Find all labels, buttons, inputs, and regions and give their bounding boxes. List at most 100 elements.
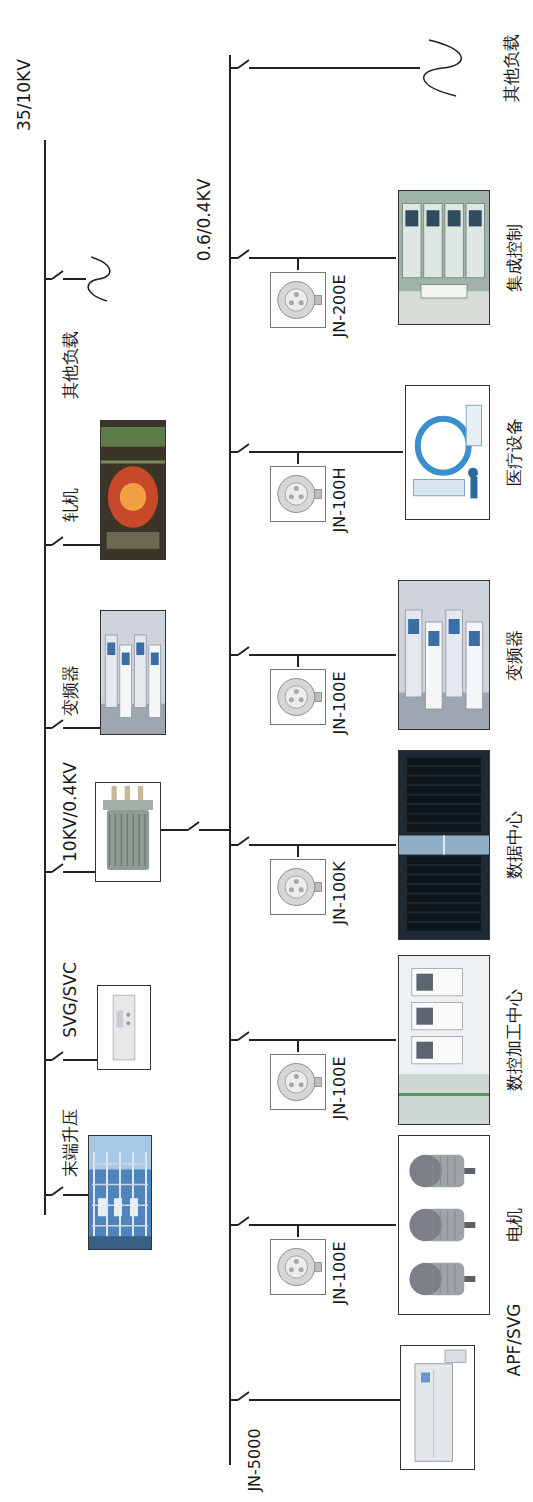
picture-shape (416, 1008, 433, 1025)
picture-shape (107, 810, 149, 870)
picture-shape (278, 476, 315, 513)
picture-shape (120, 645, 132, 718)
picture-shape (407, 885, 481, 893)
switch-branch (230, 1392, 400, 1400)
switch-branch (45, 864, 95, 872)
equipment-node: 医疗设备 (403, 383, 527, 522)
equipment-label: 其他负载 (61, 331, 81, 399)
picture-shape (138, 814, 140, 866)
equipment-picture (398, 955, 490, 1125)
picture-shape (289, 887, 294, 892)
picture-shape (114, 1198, 122, 1216)
picture-shape (407, 767, 481, 775)
picture-shape (285, 1256, 307, 1278)
picture-shape (271, 467, 326, 522)
sensor-node: JN-100K (268, 857, 351, 927)
picture-shape (407, 815, 481, 823)
equipment-node: 变频器 (396, 578, 527, 732)
picture-shape (416, 974, 433, 991)
sensor-node: JN-200E (268, 270, 351, 340)
equipment-picture (398, 750, 490, 940)
picture-shape (455, 1211, 456, 1240)
picture-shape (127, 814, 129, 866)
equipment-node: 末端升压 (59, 1107, 154, 1252)
picture-shape (398, 1074, 490, 1125)
picture-shape (412, 969, 463, 996)
picture-shape (421, 1373, 430, 1383)
picture-shape (440, 1265, 441, 1294)
sensor-icon (270, 1054, 326, 1110)
picture-shape (103, 800, 153, 810)
switch-branch (45, 1052, 97, 1060)
feeder-line (298, 1225, 396, 1237)
picture-shape (92, 1225, 148, 1227)
transformer-feeder (161, 822, 230, 830)
equipment-node: 数据中心 (396, 748, 527, 942)
picture-shape (464, 1276, 475, 1282)
picture-shape (98, 1198, 106, 1216)
picture-shape (138, 786, 143, 800)
equipment-label: SVG/SVC (61, 962, 81, 1038)
switch-branch (230, 837, 298, 845)
picture-shape (106, 1152, 108, 1241)
equipment-node: 集成控制 (396, 188, 527, 327)
picture-shape (285, 1071, 307, 1093)
picture-shape (289, 300, 294, 305)
picture-shape (399, 751, 490, 940)
equipment-picture (398, 190, 490, 325)
sensor-model: JN-100E (331, 1241, 349, 1304)
picture-shape (449, 619, 460, 634)
sensor-node: JN-100E (268, 1052, 351, 1122)
picture-shape (445, 1350, 466, 1363)
picture-shape (398, 750, 490, 940)
feeder-line (298, 452, 403, 464)
picture-shape (116, 1011, 122, 1028)
equipment-node: 其他负载 (418, 32, 524, 104)
picture-shape (122, 653, 130, 666)
picture-shape (455, 1265, 456, 1294)
picture-shape (294, 292, 299, 297)
equipment-node: SVG/SVC (59, 960, 153, 1072)
picture-shape (448, 210, 461, 226)
equipment-node: 变频器 (59, 608, 168, 737)
sensor-icon (270, 1239, 326, 1295)
picture-shape (294, 689, 299, 694)
picture-shape (112, 786, 117, 800)
feeder-line (298, 1040, 396, 1052)
lower-bus (229, 55, 231, 1465)
picture-shape (466, 622, 483, 709)
picture-shape (121, 814, 123, 866)
picture-shape (271, 860, 326, 915)
picture-shape (407, 904, 481, 912)
picture-shape (468, 468, 478, 478)
picture-shape (113, 995, 135, 1060)
picture-shape (294, 1259, 299, 1264)
picture-shape (289, 697, 294, 702)
picture-shape (398, 1135, 490, 1315)
picture-shape (271, 273, 326, 328)
feeder-line (298, 845, 396, 857)
equipment-picture (398, 580, 490, 730)
picture-shape (469, 210, 482, 226)
equipment-label: 集成控制 (505, 224, 525, 292)
picture-shape (407, 856, 481, 864)
picture-shape (126, 1013, 130, 1017)
equipment-label: 医疗设备 (505, 418, 525, 486)
picture-shape (100, 610, 166, 735)
equipment-node: 轧机 (59, 418, 168, 562)
picture-shape (285, 483, 307, 505)
picture-shape (407, 875, 481, 883)
picture-shape (433, 1370, 434, 1458)
equipment-label: 电机 (505, 1208, 525, 1242)
picture-shape (88, 1135, 152, 1250)
picture-shape (407, 777, 481, 785)
picture-shape (443, 836, 445, 855)
sensor-icon (270, 669, 326, 725)
picture-shape (407, 758, 481, 766)
equipment-picture (97, 985, 151, 1070)
picture-shape (100, 420, 166, 560)
picture-shape (440, 1211, 441, 1240)
picture-shape (416, 1042, 433, 1059)
equipment-label: 变频器 (61, 665, 81, 716)
picture-shape (101, 611, 166, 735)
